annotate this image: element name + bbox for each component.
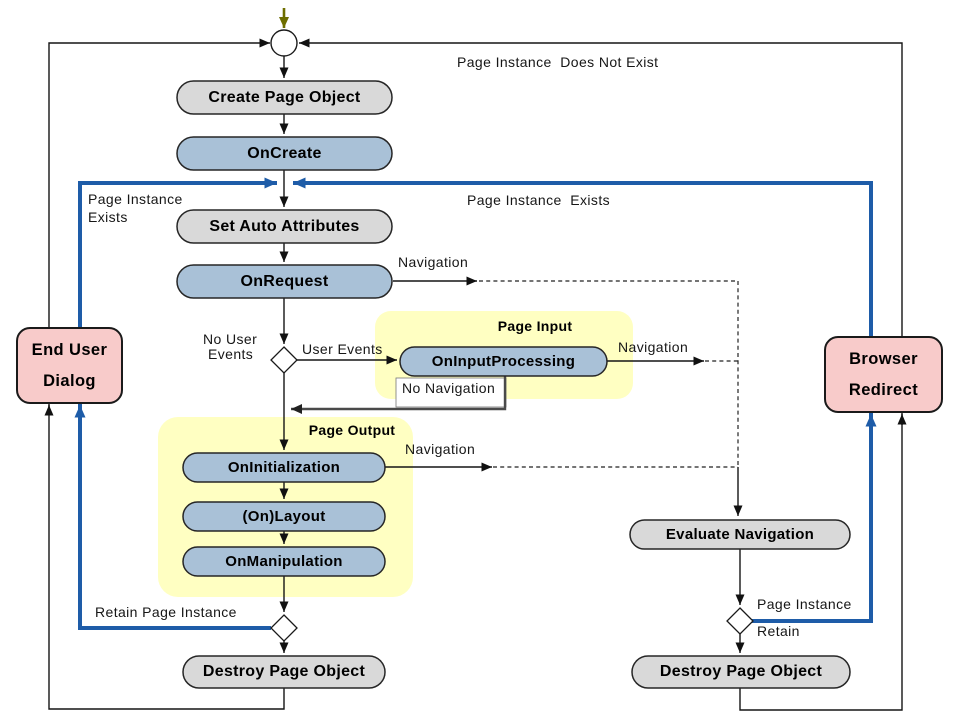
no-navigation-label-box xyxy=(395,377,507,408)
onmanipulation-label: OnManipulation xyxy=(225,553,343,570)
oninitialization-node xyxy=(182,452,386,483)
annotation-page-instance-retain-line1: Page Instance xyxy=(757,596,852,612)
destroy-page-object-left-label: Destroy Page Object xyxy=(202,663,366,680)
create-page-object-label: Create Page Object xyxy=(208,88,361,106)
onrequest-label: OnRequest xyxy=(240,272,329,290)
set-auto-attributes-node xyxy=(176,209,393,244)
evaluate-navigation-label: Evaluate Navigation xyxy=(665,526,815,543)
user-events-decision-diamond xyxy=(270,346,298,374)
oncreate-node xyxy=(176,136,393,171)
browser-redirect-node xyxy=(824,336,943,413)
onlayout-node xyxy=(182,501,386,532)
annotation-page-instance-does-not-exist: Page Instance Does Not Exist xyxy=(457,54,659,70)
browser-redirect-label: Browser Redirect xyxy=(825,337,942,412)
end-user-dialog-line2: Dialog xyxy=(43,371,96,390)
end-user-dialog-line1: End User xyxy=(31,340,108,359)
start-node-circle xyxy=(270,29,298,57)
end-user-dialog-node xyxy=(16,327,123,404)
annotation-no-user-events-line1: No User xyxy=(203,331,258,347)
annotation-no-user-events-line2: Events xyxy=(208,346,254,362)
onmanipulation-node xyxy=(182,546,386,577)
onrequest-node xyxy=(176,264,393,299)
evaluate-navigation-node xyxy=(629,519,851,550)
annotation-page-instance-retain-line2: Retain xyxy=(757,623,800,639)
oncreate-label: OnCreate xyxy=(247,144,322,162)
oninputprocessing-node xyxy=(399,346,608,377)
end-user-dialog-label: End User Dialog xyxy=(17,328,122,403)
edge-no-navigation-return xyxy=(291,375,507,414)
oninputprocessing-label: OnInputProcessing xyxy=(431,353,576,370)
create-page-object-node xyxy=(176,80,393,115)
onlayout-label: (On)Layout xyxy=(242,508,326,525)
set-auto-attributes-label: Set Auto Attributes xyxy=(209,217,360,235)
retain-decision-right-diamond xyxy=(726,607,754,635)
browser-redirect-line2: Redirect xyxy=(848,380,919,399)
edge-return-loop-right xyxy=(299,38,903,711)
edge-return-loop-left xyxy=(48,38,285,710)
annotation-retain-page-instance: Retain Page Instance xyxy=(95,604,237,620)
annotation-page-instance-exists-left-line2: Exists xyxy=(88,209,128,225)
annotation-navigation-oninput: Navigation xyxy=(618,339,689,355)
annotation-navigation-onrequest: Navigation xyxy=(398,254,469,270)
browser-redirect-line1: Browser xyxy=(849,349,918,368)
page-input-region-title: Page Input xyxy=(497,318,573,334)
page-output-region-title: Page Output xyxy=(308,422,396,438)
retain-decision-left-diamond xyxy=(270,614,298,642)
annotation-navigation-oninit: Navigation xyxy=(405,441,476,457)
annotation-user-events: User Events xyxy=(302,341,383,357)
destroy-page-object-right-node xyxy=(631,655,851,689)
destroy-page-object-left-node xyxy=(182,655,386,689)
annotation-page-instance-exists-right: Page Instance Exists xyxy=(467,192,611,208)
annotation-page-instance-exists-left-line1: Page Instance xyxy=(88,191,183,207)
destroy-page-object-right-label: Destroy Page Object xyxy=(659,663,823,680)
oninitialization-label: OnInitialization xyxy=(227,459,341,476)
annotation-no-navigation: No Navigation xyxy=(402,380,496,396)
